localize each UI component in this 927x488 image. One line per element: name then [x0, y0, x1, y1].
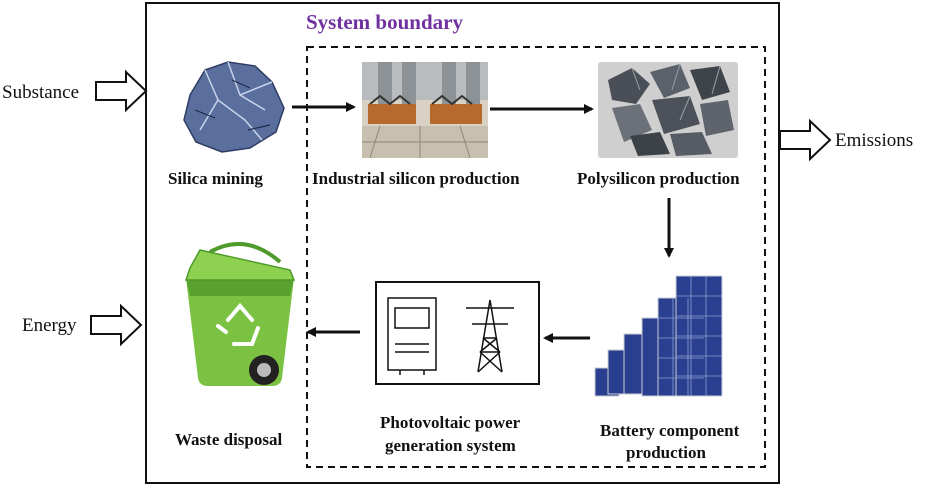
system-boundary-dashed-box [306, 46, 766, 468]
solar-panels-icon [594, 275, 723, 397]
emissions-label: Emissions [835, 130, 913, 151]
polysilicon-chunks-icon [598, 62, 738, 158]
battery-label-line2: production [626, 443, 707, 462]
waste-disposal-label: Waste disposal [175, 430, 282, 449]
pv-system-box [375, 281, 540, 385]
transmission-tower-icon [466, 299, 514, 373]
emissions-output-arrow [779, 118, 832, 162]
substance-input-arrow [95, 69, 148, 113]
battery-label-line1: Battery component [600, 421, 740, 440]
pv-label-line1: Photovoltaic power [380, 413, 521, 432]
system-boundary-title: System boundary [306, 10, 463, 34]
energy-input-arrow [90, 303, 143, 347]
furnace-icon [362, 62, 488, 159]
outer-boundary-box [145, 2, 780, 484]
polysilicon-label: Polysilicon production [577, 169, 740, 188]
inverter-icon [387, 297, 437, 375]
substance-label: Substance [2, 82, 79, 103]
pv-label-line2: generation system [385, 436, 516, 455]
recycle-bin-icon [184, 242, 296, 386]
silica-rock-icon [183, 61, 285, 153]
energy-label: Energy [22, 315, 77, 336]
silica-mining-label: Silica mining [168, 169, 263, 188]
industrial-silicon-label: Industrial silicon production [312, 169, 520, 188]
